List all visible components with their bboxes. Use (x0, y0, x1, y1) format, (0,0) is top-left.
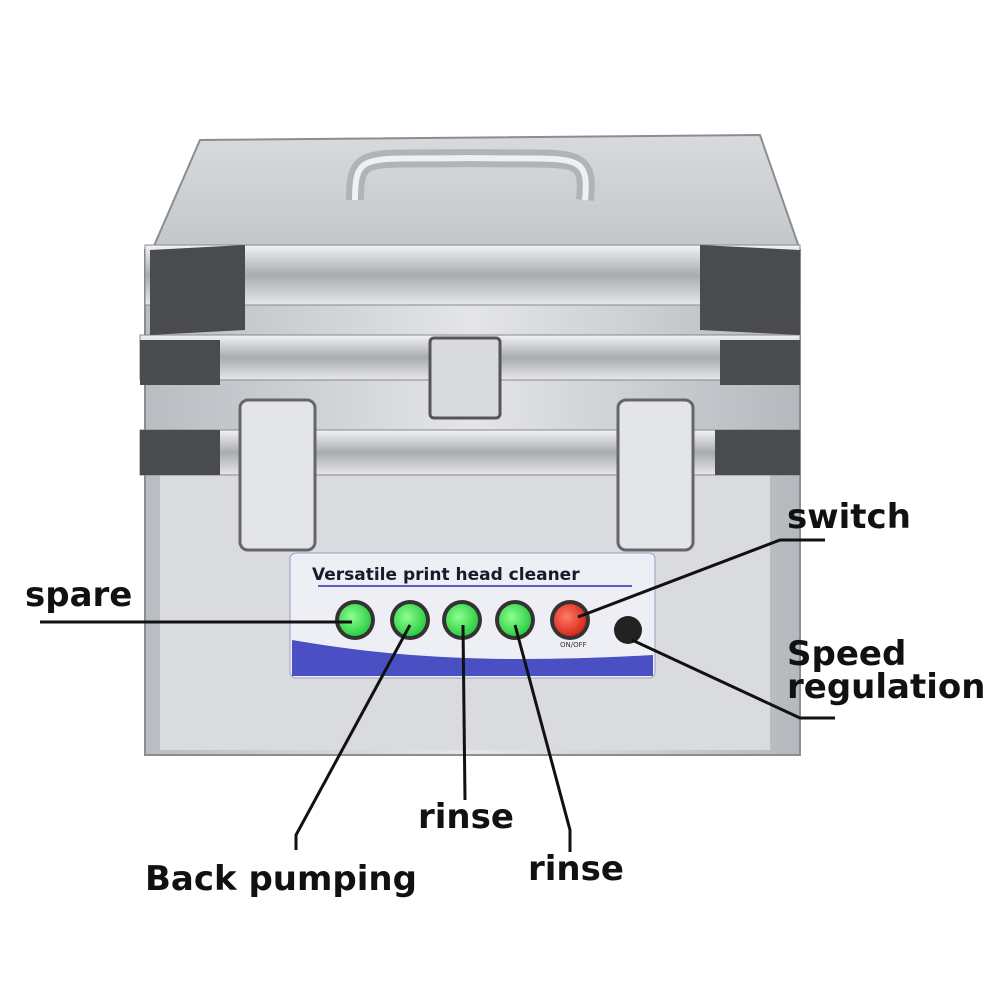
rinse-line-2 (513, 624, 572, 852)
callout-back-pumping: Back pumping (145, 859, 417, 899)
panel-buttons (335, 600, 642, 644)
center-latch (428, 336, 502, 420)
callout-rinse-2: rinse (528, 849, 624, 889)
rail-top (144, 244, 801, 306)
callout-lines (40, 538, 835, 852)
corner-brackets (140, 245, 800, 475)
rinse-line-1 (461, 624, 467, 801)
callout-switch: switch (787, 497, 911, 537)
switch-line (577, 538, 825, 619)
callout-speed-1: Speed (787, 634, 907, 674)
right-latch (616, 398, 695, 552)
callout-speed-2: regulation (787, 667, 986, 707)
callout-rinse-1: rinse (418, 797, 514, 837)
speed-knob (614, 616, 642, 644)
callout-spare: spare (25, 575, 133, 615)
switch-caption: ON/OFF (560, 641, 587, 649)
panel-title: Versatile print head cleaner (312, 565, 580, 585)
back-pumping-line (294, 624, 412, 850)
left-latch (238, 398, 317, 552)
speed-line (631, 638, 835, 720)
